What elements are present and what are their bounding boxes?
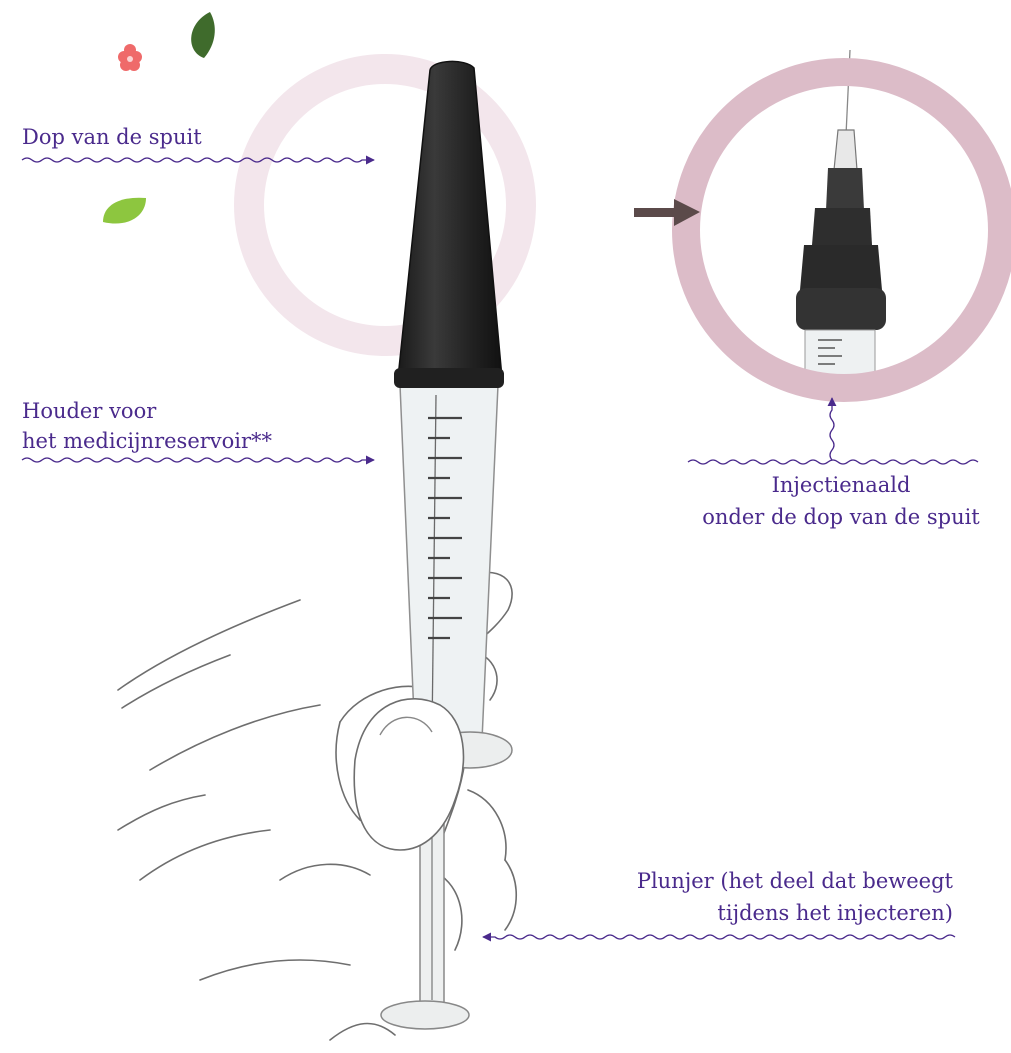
needle-detail	[796, 50, 886, 375]
needle-label-line1: Injectienaald	[680, 470, 1002, 501]
thumb-sketch	[354, 699, 463, 850]
cap-label: Dop van de spuit	[22, 122, 202, 153]
needle-label-underline	[688, 460, 978, 464]
cap-pointer-arrow	[22, 158, 374, 162]
needle-pointer-arrow	[830, 398, 834, 460]
plunger-label-line1: Plunjer (het deel dat beweegt	[560, 866, 953, 897]
holder-pointer-arrow	[22, 458, 374, 462]
needle-label-line2: onder de dop van de spuit	[680, 502, 1002, 533]
syringe-barrel	[400, 385, 498, 740]
plunger-label-line2: tijdens het injecteren)	[560, 898, 953, 929]
holder-label-line2: het medicijnreservoir**	[22, 426, 272, 457]
plunger-pointer-arrow	[483, 935, 955, 939]
flower-icon	[118, 44, 142, 71]
light-leaf-icon	[103, 198, 146, 224]
holder-label-line1: Houder voor	[22, 396, 156, 427]
dark-leaf-icon	[191, 12, 215, 58]
